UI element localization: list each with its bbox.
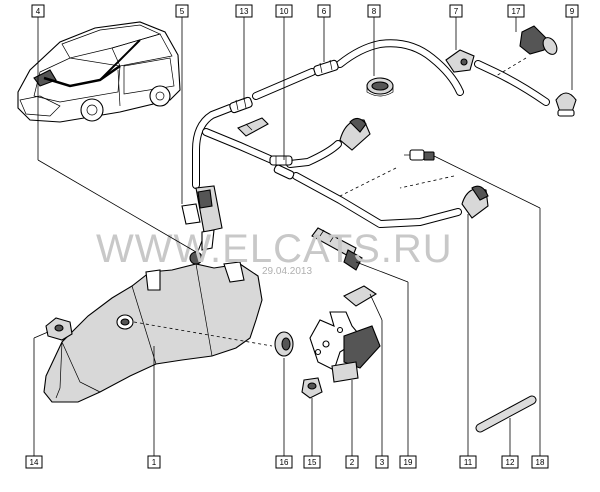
pump-5 — [181, 185, 223, 265]
grommet-8 — [366, 77, 394, 97]
nozzle-center — [339, 117, 371, 151]
nozzle-9 — [555, 92, 577, 117]
label-8: 8 — [367, 4, 381, 18]
svg-text:3: 3 — [380, 458, 385, 467]
svg-text:11: 11 — [464, 458, 473, 467]
watermark-text: WWW.ELCATS.RU — [96, 227, 453, 271]
svg-text:4: 4 — [36, 7, 41, 16]
grommet-16 — [274, 331, 294, 357]
label-13: 13 — [235, 4, 253, 18]
svg-text:1: 1 — [152, 458, 157, 467]
svg-text:10: 10 — [280, 7, 289, 16]
label-17: 17 — [507, 4, 525, 18]
label-1: 1 — [147, 455, 161, 469]
label-19: 19 — [399, 455, 417, 469]
svg-text:16: 16 — [280, 458, 289, 467]
watermark-date: 29.04.2013 — [262, 266, 312, 277]
svg-text:7: 7 — [454, 7, 459, 16]
label-11: 11 — [459, 455, 477, 469]
svg-text:13: 13 — [240, 7, 249, 16]
svg-text:12: 12 — [506, 458, 515, 467]
label-18: 18 — [531, 455, 549, 469]
svg-text:9: 9 — [570, 7, 575, 16]
nozzle-11 — [399, 175, 489, 219]
svg-text:14: 14 — [30, 458, 39, 467]
cap-17 — [495, 25, 558, 77]
reservoir-1 — [43, 261, 273, 403]
svg-text:5: 5 — [180, 7, 185, 16]
label-4: 4 — [31, 4, 45, 18]
label-10: 10 — [275, 4, 293, 18]
hose-network — [192, 39, 550, 260]
connector-13 — [229, 96, 253, 114]
sleeve-19 — [311, 227, 363, 271]
label-5: 5 — [175, 4, 189, 18]
label-3: 3 — [375, 455, 389, 469]
hose-12 — [475, 395, 537, 433]
label-9: 9 — [565, 4, 579, 18]
connector-6 — [313, 59, 339, 77]
label-7: 7 — [449, 4, 463, 18]
leader-lines — [33, 17, 573, 456]
svg-text:8: 8 — [372, 7, 377, 16]
label-12: 12 — [501, 455, 519, 469]
label-2: 2 — [345, 455, 359, 469]
svg-text:6: 6 — [322, 7, 327, 16]
label-14: 14 — [25, 455, 43, 469]
svg-text:2: 2 — [350, 458, 355, 467]
nozzle-7 — [445, 49, 475, 73]
svg-text:17: 17 — [512, 7, 521, 16]
svg-text:15: 15 — [308, 458, 317, 467]
vehicle-sketch — [17, 21, 181, 123]
bracket-2-3 — [309, 285, 381, 383]
label-6: 6 — [317, 4, 331, 18]
label-16: 16 — [275, 455, 293, 469]
plug-15 — [301, 377, 323, 399]
connector-10 — [269, 155, 295, 180]
connector-18 — [339, 149, 435, 197]
svg-text:18: 18 — [536, 458, 545, 467]
svg-text:19: 19 — [404, 458, 413, 467]
label-15: 15 — [303, 455, 321, 469]
nut-14 — [45, 317, 73, 341]
clip-bracket — [237, 117, 269, 137]
